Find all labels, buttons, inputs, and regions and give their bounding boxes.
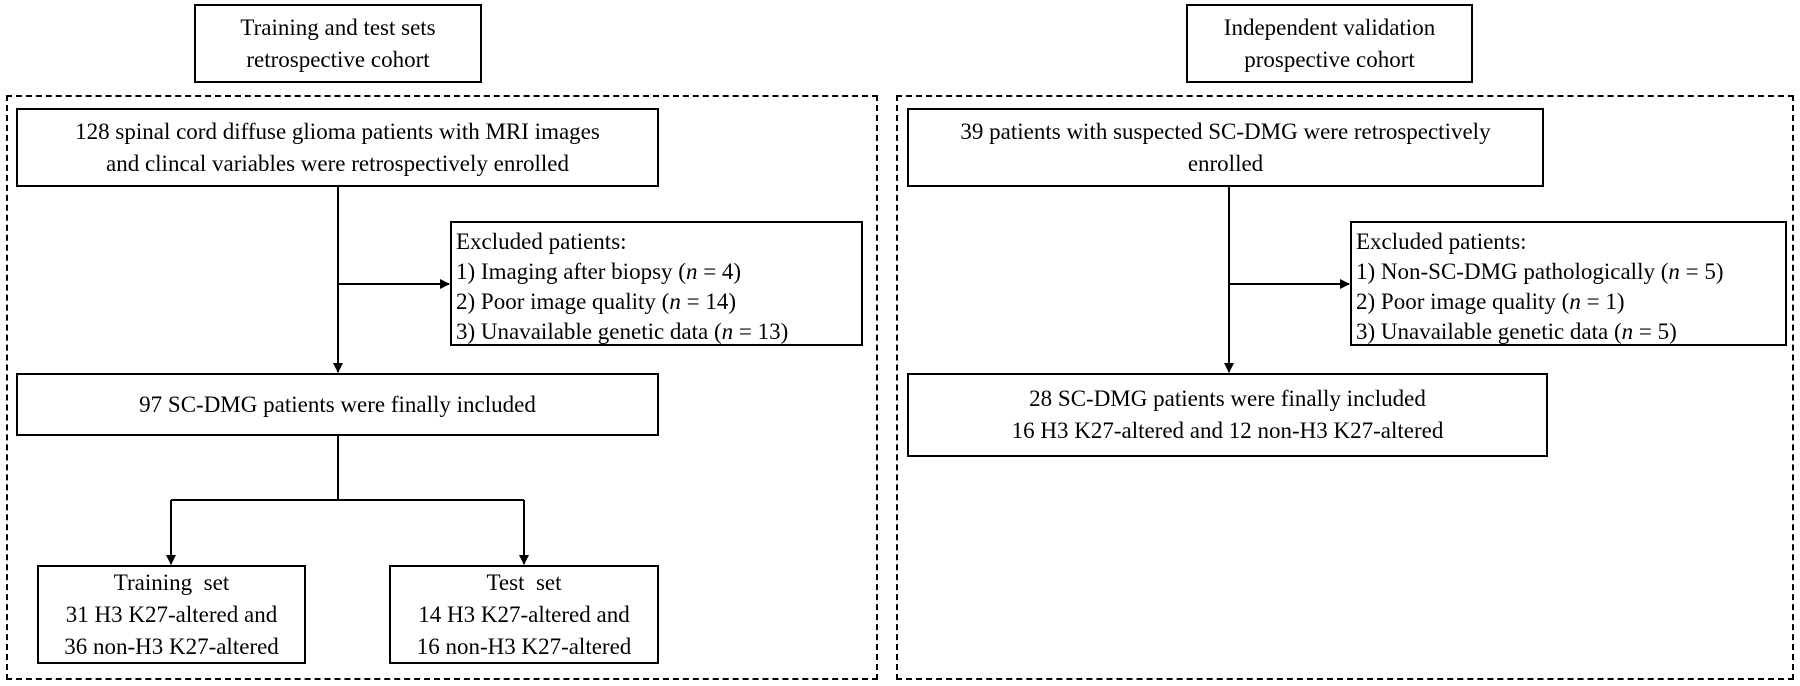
excluded-item: 2) Poor image quality (n = 14) [456, 289, 736, 314]
excluded-item: 1) Non-SC-DMG pathologically (n = 5) [1356, 259, 1724, 284]
training-set-box: Training set 31 H3 K27-altered and 36 no… [37, 565, 306, 664]
right-enrolled-box: 39 patients with suspected SC-DMG were r… [907, 108, 1544, 187]
right-cohort-header: Independent validation prospective cohor… [1186, 4, 1473, 83]
excluded-item: 3) Unavailable genetic data (n = 5) [1356, 319, 1677, 344]
retrospective-cohort-region [6, 95, 878, 680]
right-included-box: 28 SC-DMG patients were finally included… [907, 373, 1548, 457]
excluded-title: Excluded patients: [456, 229, 627, 254]
prospective-cohort-region [896, 95, 1794, 680]
left-included-box: 97 SC-DMG patients were finally included [16, 373, 659, 436]
excluded-item: 1) Imaging after biopsy (n = 4) [456, 259, 742, 284]
right-excluded-box: Excluded patients: 1) Non-SC-DMG patholo… [1350, 221, 1787, 346]
excluded-item: 2) Poor image quality (n = 1) [1356, 289, 1625, 314]
test-set-box: Test set 14 H3 K27-altered and 16 non-H3… [389, 565, 659, 664]
excluded-title: Excluded patients: [1356, 229, 1527, 254]
left-excluded-box: Excluded patients: 1) Imaging after biop… [450, 221, 863, 346]
excluded-item: 3) Unavailable genetic data (n = 13) [456, 319, 789, 344]
left-cohort-header: Training and test sets retrospective coh… [194, 4, 482, 83]
left-enrolled-box: 128 spinal cord diffuse glioma patients … [16, 108, 659, 187]
